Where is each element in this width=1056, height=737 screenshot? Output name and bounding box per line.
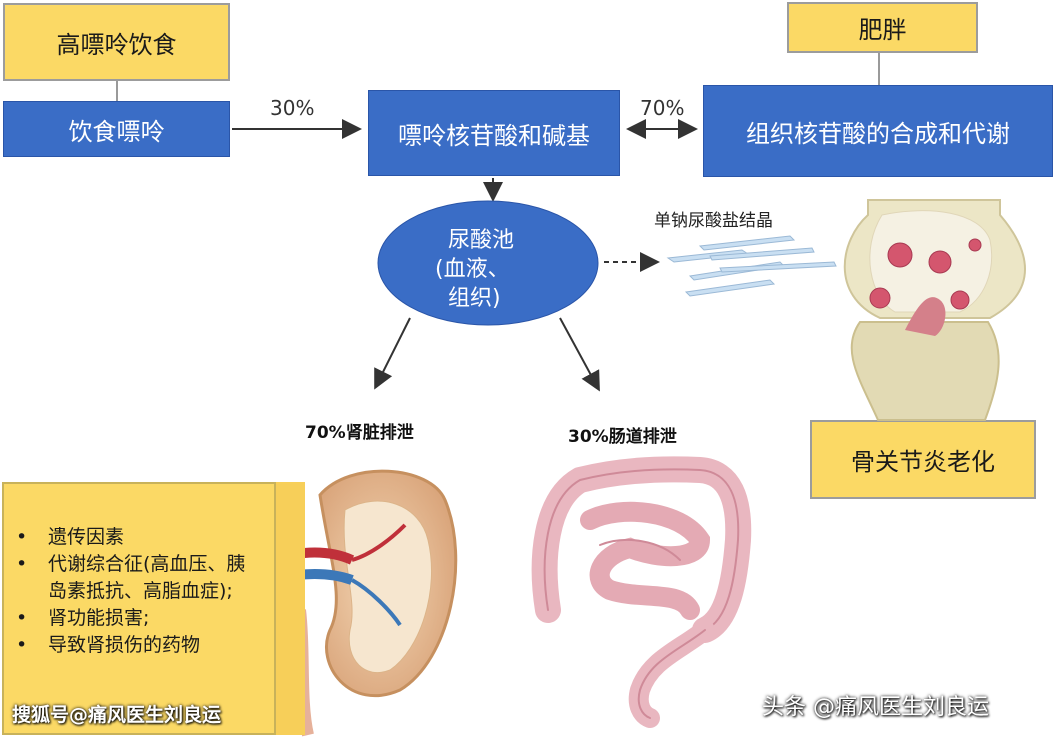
factors-panel-strip xyxy=(276,482,305,735)
obesity-box: 肥胖 xyxy=(787,2,978,53)
box-label: 肥胖 xyxy=(858,16,907,44)
list-item: • 代谢综合征(高血压、胰岛素抵抗、高脂血症); xyxy=(4,551,258,605)
bullet: • xyxy=(16,607,28,629)
uric-acid-pool xyxy=(377,200,599,326)
bullet: • xyxy=(16,553,28,575)
kidney-excretion-label: 70%肾脏排泄 xyxy=(305,423,414,443)
uric-pool-line1: 尿酸池 xyxy=(448,228,515,253)
osteoarthritis-box: 骨关节炎老化 xyxy=(810,420,1036,499)
kidney-illustration xyxy=(273,469,458,737)
urate-crystals xyxy=(666,235,837,297)
arrow-pool-to-intestine xyxy=(559,317,600,392)
uric-pool-line2: (血液、 xyxy=(435,257,510,282)
list-item: • 导致肾损伤的药物 xyxy=(4,632,258,659)
tissue-percent-label: 70% xyxy=(640,96,685,120)
box-label: 高嘌呤饮食 xyxy=(56,30,177,59)
list-item-text: 导致肾损伤的药物 xyxy=(48,634,201,656)
bullet: • xyxy=(16,526,28,548)
list-item: • 遗传因素 xyxy=(4,524,258,551)
tissue-nucleotide-box: 组织核苷酸的合成和代谢 xyxy=(703,85,1053,177)
box-label: 嘌呤核苷酸和碱基 xyxy=(398,121,590,150)
risk-factor-list: • 遗传因素 • 代谢综合征(高血压、胰岛素抵抗、高脂血症); • 肾功能损害;… xyxy=(4,484,274,659)
connector-line xyxy=(116,80,118,102)
joint-illustration xyxy=(843,199,1026,421)
box-label: 组织核苷酸的合成和代谢 xyxy=(746,119,1010,148)
high-purine-diet-box: 高嘌呤饮食 xyxy=(3,3,230,81)
connector-line xyxy=(878,52,880,85)
watermark-right: 头条 @痛风医生刘良运 xyxy=(762,695,989,720)
box-label: 骨关节炎老化 xyxy=(851,448,995,476)
risk-factors-panel: • 遗传因素 • 代谢综合征(高血压、胰岛素抵抗、高脂血症); • 肾功能损害;… xyxy=(2,482,276,735)
arrow-pool-to-kidney xyxy=(374,317,411,390)
purine-nucleotide-box: 嘌呤核苷酸和碱基 xyxy=(368,90,620,176)
crystal-label: 单钠尿酸盐结晶 xyxy=(654,211,773,231)
list-item-text: 肾功能损害; xyxy=(48,607,150,629)
bullet: • xyxy=(16,634,28,656)
intestine-illustration xyxy=(531,456,752,728)
list-item-text: 遗传因素 xyxy=(48,526,125,548)
list-item-text: 代谢综合征(高血压、胰岛素抵抗、高脂血症); xyxy=(48,553,246,602)
watermark-left: 搜狐号@痛风医生刘良运 xyxy=(12,704,222,726)
dietary-purine-box: 饮食嘌呤 xyxy=(3,101,230,157)
intestine-excretion-label: 30%肠道排泄 xyxy=(568,427,677,447)
uric-pool-line3: 组织) xyxy=(448,286,501,311)
box-label: 饮食嘌呤 xyxy=(68,117,165,146)
list-item: • 肾功能损害; xyxy=(4,605,258,632)
dietary-percent-label: 30% xyxy=(270,96,315,120)
